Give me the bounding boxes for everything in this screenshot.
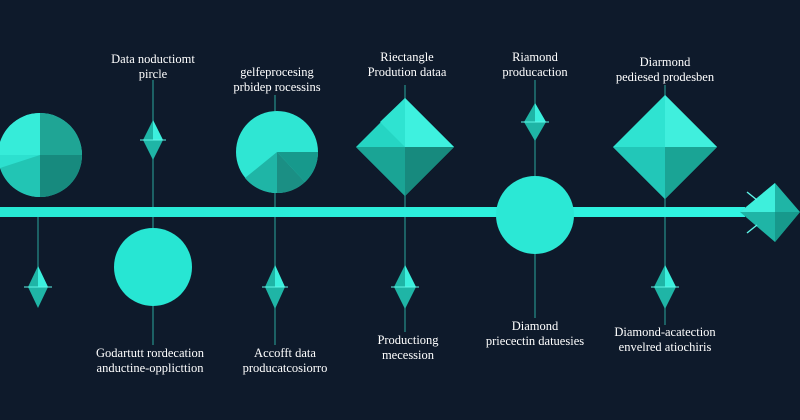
circle-node — [114, 228, 192, 306]
label-line: anductine-opplicttion — [96, 361, 204, 375]
label-line: envelred atiochiris — [618, 340, 712, 354]
label-bottom-1: Godartutt rordecation anductine-opplictt… — [75, 346, 225, 376]
label-top-1: Data noductiomt pircle — [78, 52, 228, 82]
label-line: mecession — [381, 348, 435, 362]
small-diamond-node — [651, 265, 679, 309]
label-line: pediesed prodesben — [615, 70, 715, 84]
small-diamond-node — [24, 266, 52, 308]
label-line: Diamond-acatection — [614, 325, 716, 339]
label-top-3: Riectangle Prodution dataa — [332, 50, 482, 80]
small-diamond-node — [391, 265, 419, 309]
label-top-4: Riamond producaction — [460, 50, 610, 80]
label-line: Prodution dataa — [367, 65, 447, 79]
label-line: priecectin datuesies — [485, 334, 585, 348]
small-diamond-node — [140, 120, 166, 160]
label-line: Accofft data — [254, 346, 316, 360]
label-top-2: gelfeprocesing prbidep rocessins — [202, 65, 352, 95]
label-line: Diarmond — [639, 55, 691, 69]
label-line: Riectangle — [380, 50, 434, 64]
label-bottom-2: Accofft data producatcosiorro — [210, 346, 360, 376]
timeline-bar — [0, 207, 745, 217]
label-line: Diamond — [511, 319, 559, 333]
label-line: producatcosiorro — [242, 361, 328, 375]
label-bottom-3: Productiong mecession — [333, 333, 483, 363]
label-top-5: Diarmond pediesed prodesben — [590, 55, 740, 85]
end-diamond-node — [740, 183, 800, 242]
label-line: producaction — [502, 65, 568, 79]
label-line: Riamond — [512, 50, 558, 64]
label-line: Data noductiomt — [111, 52, 195, 66]
circle-node — [496, 176, 574, 254]
label-line: Godartutt rordecation — [96, 346, 204, 360]
label-line: prbidep rocessins — [233, 80, 321, 94]
large-diamond-node — [613, 95, 717, 199]
label-line: Productiong — [377, 333, 439, 347]
pie-circle-node — [236, 111, 319, 194]
label-bottom-5: Diamond-acatection envelred atiochiris — [590, 325, 740, 355]
large-diamond-node — [356, 98, 454, 196]
label-line: gelfeprocesing — [240, 65, 314, 79]
small-diamond-node — [521, 103, 549, 141]
small-diamond-node — [262, 265, 288, 309]
label-line: pircle — [138, 67, 168, 81]
pie-circle-node — [0, 113, 82, 198]
label-bottom-4: Diamond priecectin datuesies — [460, 319, 610, 349]
